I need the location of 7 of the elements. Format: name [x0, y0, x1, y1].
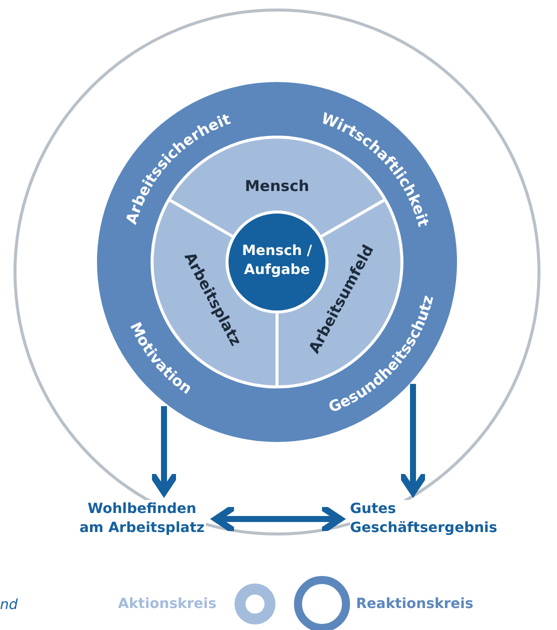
legend-label: Aktionskreis — [118, 595, 216, 614]
note-text: nd — [0, 596, 18, 615]
center-label: Mensch / Aufgabe — [241, 242, 312, 278]
result-label: Wohlbefinden am Arbeitsplatz — [78, 500, 206, 538]
sector-label: Mensch — [244, 177, 310, 196]
ring — [97, 82, 457, 442]
legend-label: Reaktionskreis — [356, 595, 474, 614]
